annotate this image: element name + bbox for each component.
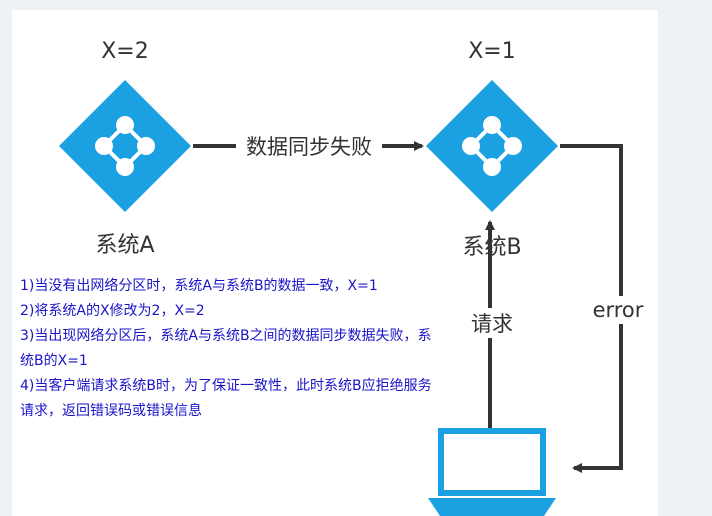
system-a-diamond bbox=[59, 80, 191, 212]
request-label: 请求 bbox=[471, 312, 513, 336]
error-label-background bbox=[588, 296, 650, 324]
note-item: 1)当没有出网络分区时，系统A与系统B的数据一致，X=1 bbox=[20, 278, 378, 294]
note-item: 2)将系统A的X修改为2，X=2 bbox=[20, 303, 205, 319]
system-b-diamond bbox=[426, 80, 558, 212]
system-a-value-label: X=2 bbox=[101, 39, 149, 64]
request-label-background bbox=[466, 308, 518, 338]
system-b-value-label: X=1 bbox=[468, 39, 516, 64]
network-node-icon bbox=[95, 116, 155, 176]
laptop-icon bbox=[428, 428, 556, 516]
diagram-canvas: X=2 系统A X=1 系统B bbox=[12, 10, 658, 516]
system-a-name: 系统A bbox=[95, 233, 154, 258]
network-node-icon bbox=[462, 116, 522, 176]
system-b-node bbox=[426, 80, 558, 212]
note-item: 4)当客户端请求系统B时，为了保证一致性，此时系统B应拒绝服务请求，返回错误码或… bbox=[20, 378, 432, 419]
sync-label-background bbox=[236, 132, 382, 160]
sync-failed-label: 数据同步失败 bbox=[246, 135, 372, 159]
system-a-node bbox=[59, 80, 191, 212]
error-label: error bbox=[593, 298, 644, 322]
notes-list: 1)当没有出网络分区时，系统A与系统B的数据一致，X=1 2)将系统A的X修改为… bbox=[20, 274, 432, 424]
cap-diagram: X=2 系统A X=1 系统B bbox=[59, 39, 650, 516]
note-item: 3)当出现网络分区后，系统A与系统B之间的数据同步数据失败，系统B的X=1 bbox=[20, 328, 432, 369]
